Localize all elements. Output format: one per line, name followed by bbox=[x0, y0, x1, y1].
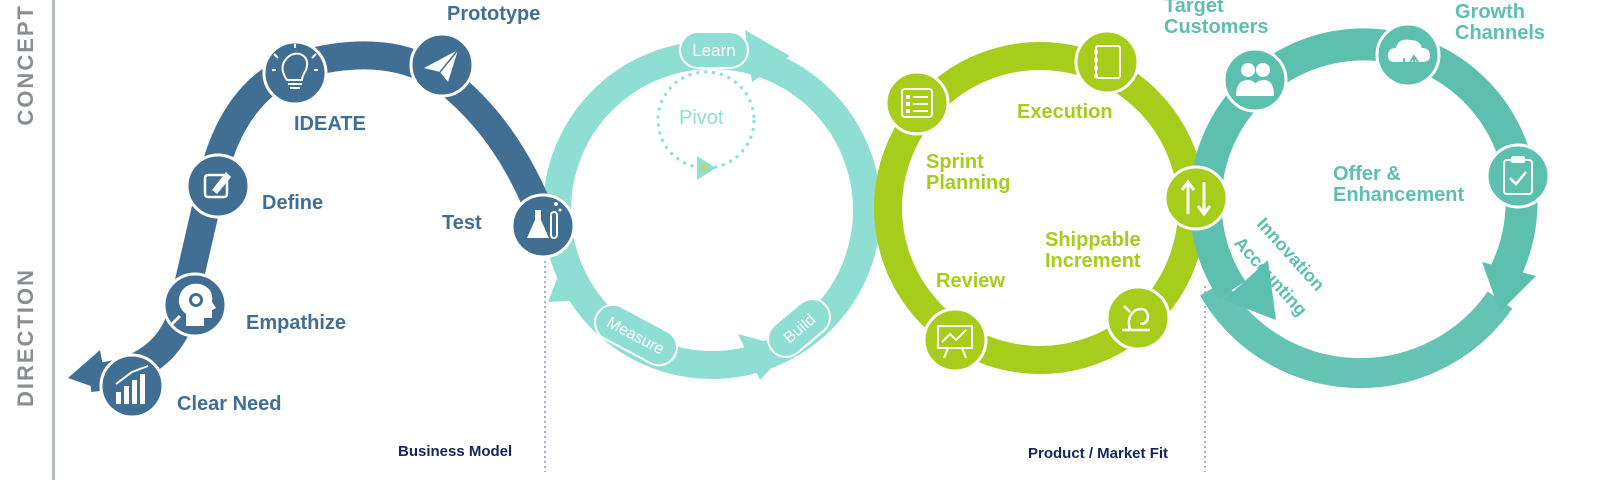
notebook-icon bbox=[1074, 29, 1140, 95]
pirate-metrics-label: Pirate Metrics bbox=[1350, 267, 1467, 330]
growth-channels-label: Growth Channels bbox=[1455, 1, 1546, 44]
axis-divider bbox=[52, 0, 55, 480]
product-market-fit-label: Product / Market Fit bbox=[1028, 445, 1169, 462]
lean-startup-loop bbox=[543, 30, 881, 380]
presentation-icon bbox=[922, 307, 988, 373]
review-label: Review bbox=[936, 270, 1005, 292]
step-prototype: Prototype bbox=[447, 3, 541, 25]
lightbulb-icon bbox=[262, 40, 328, 106]
step-define: Define bbox=[262, 192, 324, 214]
pencil-square-icon bbox=[185, 153, 251, 219]
step-ideate: IDEATE bbox=[294, 113, 366, 135]
growth-chart-icon bbox=[99, 353, 165, 419]
step-test: Test bbox=[442, 212, 482, 234]
business-model-label: Business Model bbox=[398, 443, 513, 460]
execution-label: Execution bbox=[1017, 101, 1113, 123]
flask-icon bbox=[510, 193, 576, 259]
target-customers-label: Target Customers bbox=[1164, 0, 1269, 38]
shippable-increment-label: Shippable Increment bbox=[1045, 229, 1141, 272]
offer-enhancement-label: Offer & Enhancement bbox=[1333, 163, 1465, 206]
users-icon bbox=[1222, 47, 1288, 113]
checklist-icon bbox=[884, 70, 950, 136]
clipboard-check-icon bbox=[1485, 143, 1551, 209]
pivot-label: Pivot bbox=[679, 107, 724, 129]
loop-icon bbox=[1105, 285, 1171, 351]
swap-arrows-icon bbox=[1163, 165, 1229, 231]
step-empathize: Empathize bbox=[246, 312, 347, 334]
head-magnifier-icon bbox=[162, 272, 228, 338]
sprint-planning-label: Sprint Planning bbox=[926, 151, 1011, 194]
paper-plane-icon bbox=[409, 32, 475, 98]
step-clear-need: Clear Need bbox=[177, 393, 282, 415]
learn-label: Learn bbox=[692, 41, 735, 60]
cloud-sync-icon bbox=[1375, 22, 1441, 88]
